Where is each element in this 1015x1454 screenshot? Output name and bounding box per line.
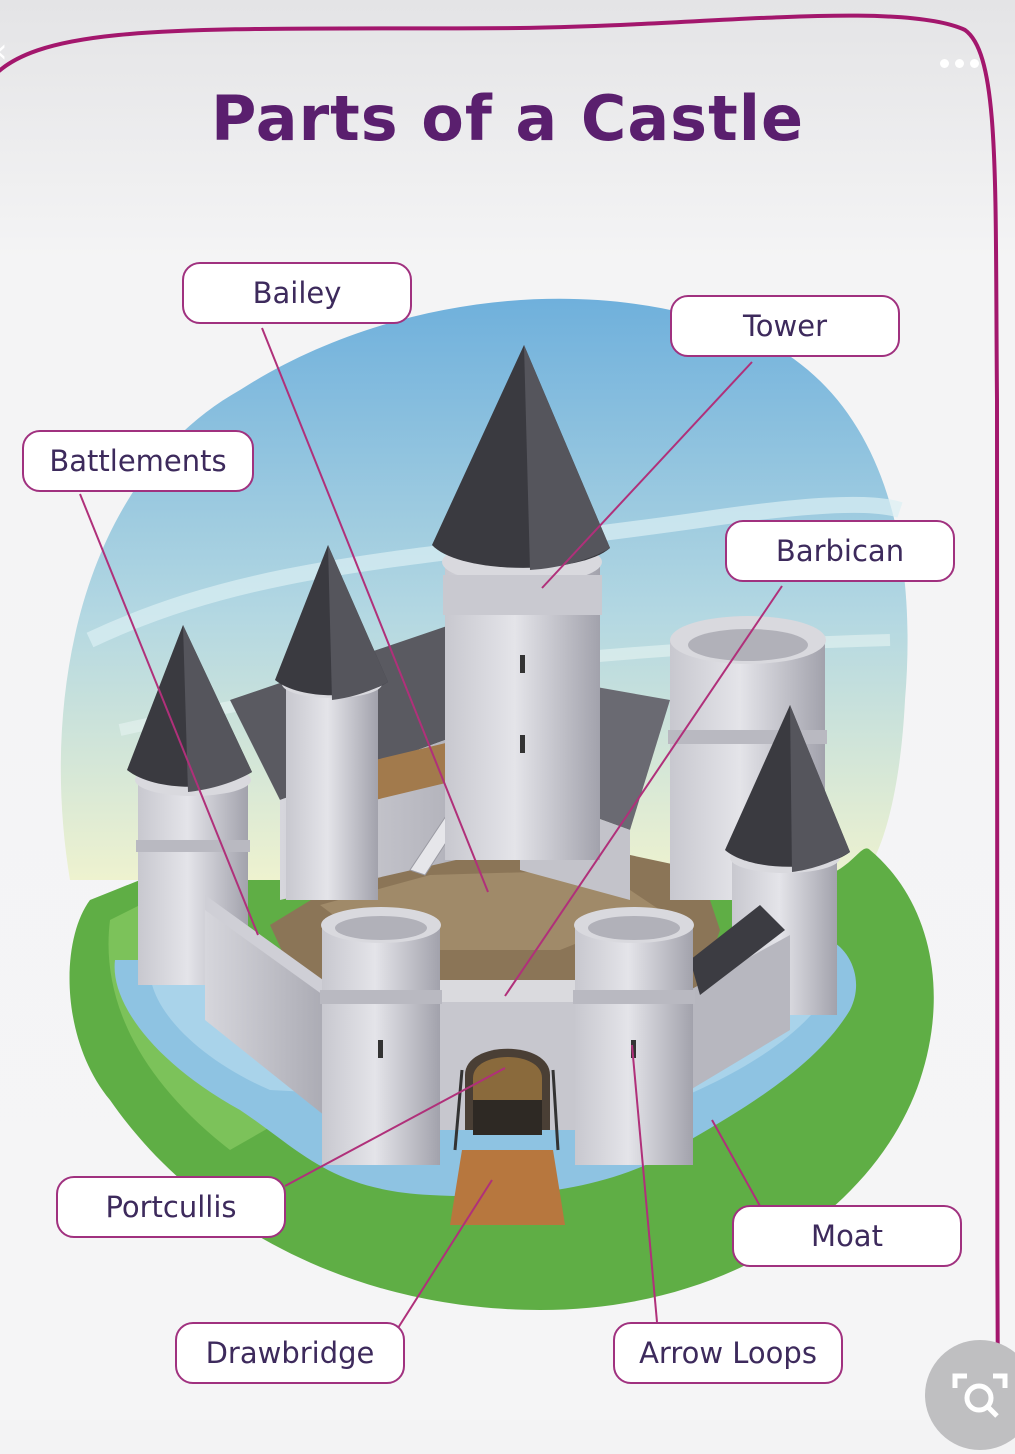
left-curtain-wall bbox=[205, 900, 330, 1120]
drawbridge-deck bbox=[450, 1150, 565, 1225]
label-bailey: Bailey bbox=[182, 262, 412, 324]
page-frame bbox=[0, 13, 1000, 1420]
label-moat: Moat bbox=[732, 1205, 962, 1267]
leader-lines bbox=[79, 327, 783, 1329]
visual-search-button[interactable] bbox=[925, 1340, 1015, 1450]
visual-search-icon bbox=[952, 1373, 1008, 1418]
right-curtain-wall bbox=[690, 935, 790, 1090]
leader-tower bbox=[541, 361, 753, 589]
label-tower: Tower bbox=[670, 295, 900, 357]
castle-illustration bbox=[0, 13, 1000, 1420]
leader-drawbridge bbox=[397, 1179, 493, 1329]
back-left-tower-body bbox=[286, 680, 378, 900]
label-barbican: Barbican bbox=[725, 520, 955, 582]
leader-bailey bbox=[261, 327, 489, 893]
label-battlements: Battlements bbox=[22, 430, 254, 492]
label-drawbridge: Drawbridge bbox=[175, 1322, 405, 1384]
chevron-left-icon[interactable]: ‹ bbox=[0, 34, 20, 72]
right-wall-roof bbox=[690, 905, 785, 995]
leader-barbican bbox=[504, 585, 783, 997]
label-portcullis: Portcullis bbox=[56, 1176, 286, 1238]
portcullis-grate bbox=[473, 1057, 542, 1100]
leader-arrow-loops bbox=[631, 1044, 658, 1323]
more-dots-icon[interactable] bbox=[940, 52, 990, 74]
leader-battlements bbox=[79, 493, 259, 936]
label-arrow-loops: Arrow Loops bbox=[613, 1322, 843, 1384]
leader-moat bbox=[711, 1119, 761, 1207]
leader-portcullis bbox=[284, 1067, 506, 1187]
page-title: Parts of a Castle bbox=[210, 82, 805, 155]
